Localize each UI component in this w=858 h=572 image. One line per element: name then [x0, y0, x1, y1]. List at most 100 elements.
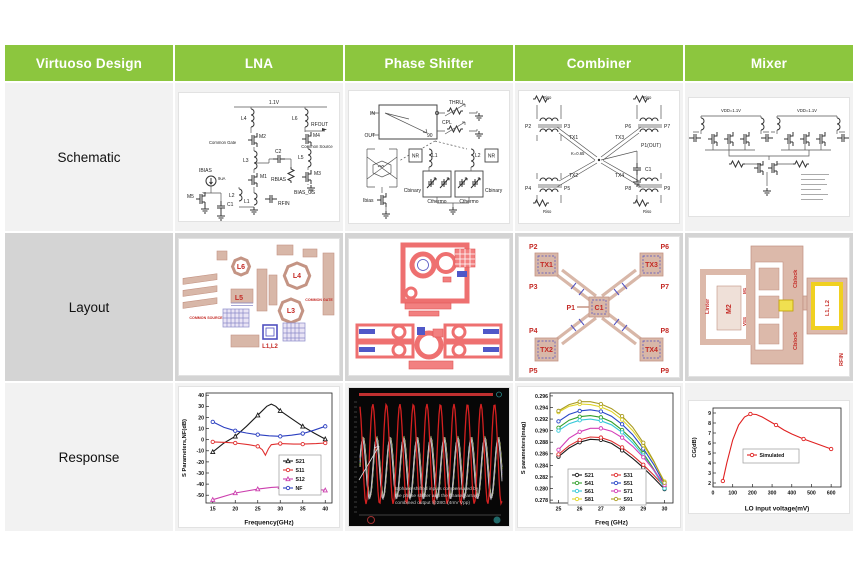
svg-text:NF: NF — [296, 486, 303, 492]
schematic-row: Schematic 1.1V L4 L6 RFOUT M2 Common Gat… — [5, 83, 853, 231]
lna-l5-label: L5 — [298, 155, 304, 161]
header-combiner: Combiner — [515, 45, 683, 81]
ps-cthermo1-label: Cthermo — [427, 199, 446, 205]
lna-vdd-label: 1.1V — [269, 100, 280, 106]
lna-layout: L6 L5 L4 L3 L1,L2 COMMON SOURCE COMMON G… — [182, 244, 335, 350]
comb-tx4-label: TX4 — [615, 173, 624, 179]
combiner-layout-cell: P2 P6 P3 P7 P4 P8 P5 P9 TX1 TX3 TX2 TX4 … — [515, 233, 683, 381]
svg-text:Freq (GHz): Freq (GHz) — [595, 520, 628, 527]
svg-text:0.288: 0.288 — [535, 440, 548, 446]
comb-layout-p2: P2 — [529, 244, 538, 251]
lna-layout-common-source: COMMON SOURCE — [189, 316, 223, 320]
ps-cbinary1-label: Cbinary — [404, 188, 422, 194]
svg-text:300: 300 — [768, 491, 777, 497]
svg-text:0.278: 0.278 — [535, 498, 548, 504]
lna-m3-label: M3 — [314, 171, 321, 177]
comb-p8-label: P8 — [625, 186, 631, 192]
svg-text:40: 40 — [322, 507, 328, 513]
mixer-layout-m1: M1 — [742, 287, 747, 294]
comb-p6-label: P6 — [625, 124, 631, 130]
design-table: Virtuoso Design LNA Phase Shifter Combin… — [5, 45, 853, 531]
svg-text:-50: -50 — [197, 493, 205, 499]
comb-riso3-label: Riso — [543, 209, 552, 214]
lna-layout-l5: L5 — [235, 295, 243, 302]
comb-tx2-label: TX2 — [569, 173, 578, 179]
comb-p5-label: P5 — [564, 186, 570, 192]
svg-text:LO input voltage(mV): LO input voltage(mV) — [745, 506, 810, 513]
header-lna: LNA — [175, 45, 343, 81]
comb-p3-label: P3 — [564, 124, 570, 130]
lna-ibias-val-label: 9uA — [218, 176, 226, 181]
ps-l2-label: L2 — [475, 153, 481, 159]
header-virtuoso-design: Virtuoso Design — [5, 45, 173, 81]
lna-m1-label: M1 — [260, 174, 267, 180]
svg-text:40: 40 — [198, 393, 204, 399]
mixer-layout-linter: Linter — [705, 298, 711, 314]
svg-text:CG(dB): CG(dB) — [692, 437, 698, 457]
svg-text:Simulated: Simulated — [760, 453, 785, 459]
mixer-layout-m2: M2 — [726, 304, 733, 314]
svg-text:8: 8 — [708, 421, 711, 427]
ps-cbinary2-label: Cbinary — [485, 188, 503, 194]
svg-text:S Parameters,NF(dB): S Parameters,NF(dB) — [182, 419, 188, 477]
lna-c2-label: C2 — [275, 149, 282, 155]
row-label-layout: Layout — [68, 299, 110, 315]
svg-text:S81: S81 — [585, 497, 594, 503]
comb-p4-label: P4 — [525, 186, 531, 192]
svg-text:0: 0 — [712, 491, 715, 497]
svg-text:25: 25 — [255, 507, 261, 513]
mixer-layout: Linter M2 M1 VSS Cblock Cblock L1, L2 RF… — [700, 245, 848, 366]
svg-text:-40: -40 — [197, 482, 205, 488]
lna-ibias-label: IBIAS — [199, 168, 212, 174]
svg-text:0.294: 0.294 — [535, 405, 548, 411]
svg-text:20: 20 — [198, 415, 204, 421]
svg-text:9: 9 — [708, 411, 711, 417]
svg-text:0.286: 0.286 — [535, 452, 548, 458]
svg-text:10: 10 — [198, 426, 204, 432]
lna-l4-label: L4 — [241, 116, 247, 122]
svg-text:-20: -20 — [197, 460, 205, 466]
lna-rbias-label: RBIAS — [271, 177, 287, 183]
lna-layout-l4: L4 — [293, 273, 301, 280]
mixer-layout-cblock-bottom: Cblock — [793, 331, 799, 350]
lna-l1-label: L1 — [244, 199, 250, 205]
svg-text:25: 25 — [556, 507, 562, 513]
comb-layout-p7: P7 — [660, 284, 669, 291]
svg-text:100: 100 — [728, 491, 737, 497]
ps-cpl-label: CPL — [442, 120, 452, 126]
svg-text:S71: S71 — [624, 489, 633, 495]
comb-riso1-label: Riso — [543, 95, 552, 100]
svg-text:15: 15 — [210, 507, 216, 513]
lna-c1-label: C1 — [227, 202, 234, 208]
lna-m5-label: M5 — [187, 194, 194, 200]
lna-schematic-cell: 1.1V L4 L6 RFOUT M2 Common Gate M4 Commo… — [175, 83, 343, 231]
comb-layout-p1: P1 — [566, 305, 575, 312]
svg-text:S51: S51 — [624, 481, 633, 487]
ps-ibias-label: Ibias — [363, 198, 374, 204]
lna-l6-label: L6 — [292, 116, 298, 122]
comb-layout-tx4: TX4 — [645, 347, 658, 354]
comb-p9-label: P9 — [664, 186, 670, 192]
mixer-half-left: VDD=1.1V — [688, 108, 774, 151]
svg-text:the phase shifter and the phas: the phase shifter and the phased array — [395, 493, 478, 499]
svg-text:30: 30 — [662, 507, 668, 513]
svg-text:-30: -30 — [197, 471, 205, 477]
svg-text:3: 3 — [708, 471, 711, 477]
comb-p7-label: P7 — [664, 124, 670, 130]
comb-layout-tx2: TX2 — [540, 347, 553, 354]
comb-p1-label: P1(OUT) — [641, 143, 661, 149]
svg-text:30: 30 — [198, 404, 204, 410]
ps-cthermo2-label: Cthermo — [459, 199, 478, 205]
svg-text:500: 500 — [807, 491, 816, 497]
svg-text:0.290: 0.290 — [535, 429, 548, 435]
comb-layout-p5: P5 — [529, 368, 538, 375]
lna-layout-common-gate: COMMON GATE — [305, 298, 333, 302]
svg-text:0: 0 — [201, 438, 204, 444]
combiner-layout: P2 P6 P3 P7 P4 P8 P5 P9 TX1 TX3 TX2 TX4 … — [529, 244, 669, 375]
comb-layout-p9: P9 — [660, 368, 669, 375]
svg-text:Frequency(GHz): Frequency(GHz) — [244, 520, 293, 527]
svg-text:combined output @28G (4mV Vpp): combined output @28G (4mV Vpp) — [395, 500, 470, 506]
